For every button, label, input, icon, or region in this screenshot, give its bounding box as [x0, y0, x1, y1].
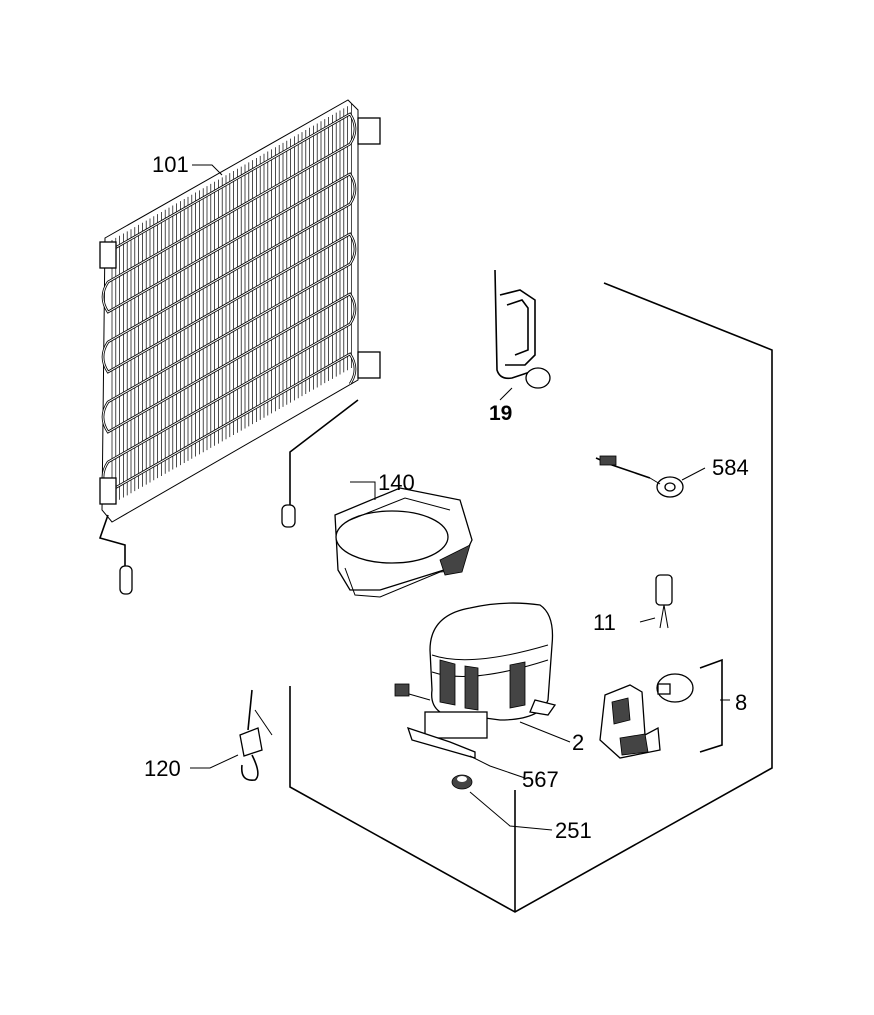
relay-overload[interactable] [599, 658, 723, 759]
label-101: 101 [152, 152, 189, 177]
condenser[interactable]: (function(){ var g = document.currentScr… [98, 99, 381, 595]
label-11: 11 [593, 610, 616, 635]
label-19: 19 [489, 402, 512, 425]
thermal-sensor[interactable] [595, 455, 684, 498]
capacitor[interactable] [655, 574, 673, 629]
label-567: 567 [522, 767, 559, 792]
power-cord[interactable] [494, 269, 551, 389]
rubber-grommet[interactable] [451, 774, 473, 790]
label-8: 8 [735, 690, 747, 715]
label-120: 120 [144, 756, 181, 781]
label-2: 2 [572, 730, 584, 755]
compressor[interactable] [394, 602, 557, 739]
drip-tray[interactable] [334, 487, 473, 598]
mounting-plate[interactable] [406, 726, 476, 759]
label-140: 140 [378, 470, 415, 495]
label-251: 251 [555, 818, 592, 843]
filter-drier[interactable] [239, 689, 273, 782]
compressor-shading [439, 659, 526, 711]
leader-lines [190, 164, 730, 831]
cabinet-outline [289, 282, 773, 913]
condenser-tube: (function(){ var g = document.currentScr… [101, 112, 357, 494]
label-584: 584 [712, 455, 749, 480]
